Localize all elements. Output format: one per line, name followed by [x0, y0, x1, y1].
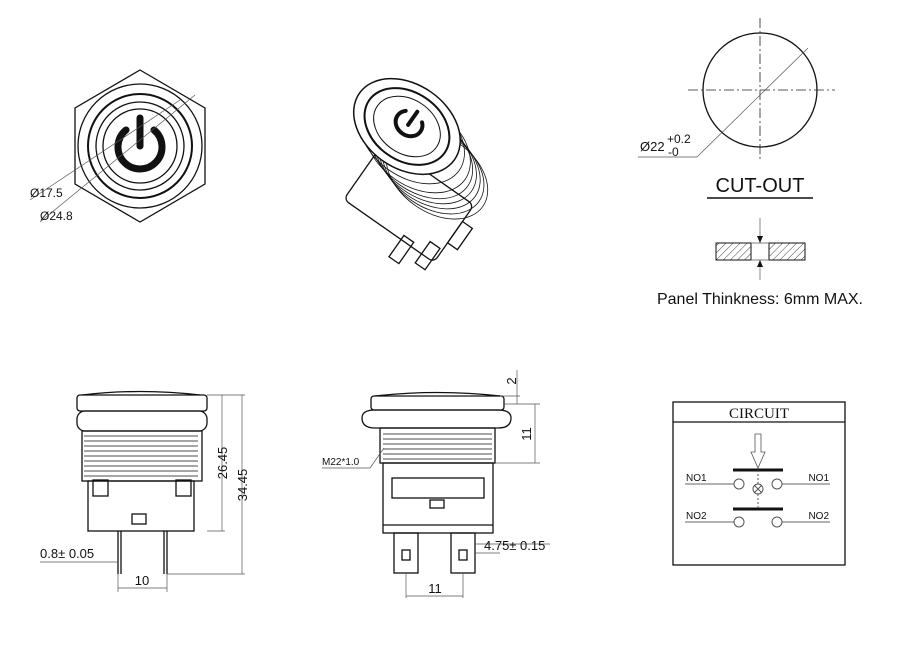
cutout-title: CUT-OUT	[716, 175, 805, 197]
circuit-title: CIRCUIT	[729, 406, 789, 422]
terminal-label-left-1: NO1	[686, 473, 707, 484]
push-arrow-icon	[750, 433, 766, 469]
isometric-view	[345, 77, 489, 271]
dim-body-height: 26.45	[215, 447, 230, 480]
dim-cap-height: 2	[504, 377, 519, 384]
dim-pin-thickness: 0.8± 0.05	[40, 546, 94, 561]
cutout-tol-minus: -0	[668, 145, 679, 159]
circuit-diagram: CIRCUIT NO1 NO2 NO1 NO2	[672, 401, 846, 566]
terminal-label-right-1: NO1	[808, 473, 829, 484]
dim-inner-diameter: Ø17.5	[30, 186, 63, 200]
panel-thickness-note: Panel Thinkness: 6mm MAX.	[657, 291, 863, 308]
terminal-label-right-2: NO2	[808, 511, 829, 522]
dim-terminal-spacing: 11	[428, 581, 442, 596]
cutout-tol-plus: +0.2	[667, 132, 691, 146]
side-view-left: 26.45 34.45 0.8± 0.05 10	[40, 390, 250, 592]
panel-section	[715, 218, 806, 280]
thread-spec: M22*1.0	[322, 457, 360, 468]
cutout-view: Ø22 +0.2 -0 CUT-OUT Panel Thinkness: 6mm…	[638, 18, 863, 308]
cutout-dim-base: Ø22	[640, 139, 665, 154]
terminal-label-left-2: NO2	[686, 511, 707, 522]
dim-outer-diameter: Ø24.8	[40, 209, 73, 223]
hex-nut-outline	[74, 69, 206, 223]
dim-pin-spacing: 10	[135, 573, 149, 588]
power-icon	[114, 114, 166, 173]
top-view: Ø17.5 Ø24.8	[29, 69, 206, 223]
dim-total-height: 34.45	[235, 469, 250, 502]
side-view-right: 2 11 M22*1.0 4.75± 0.15 11	[322, 370, 550, 598]
lamp-icon	[752, 483, 764, 495]
dim-nut-height: 11	[519, 427, 534, 441]
dim-terminal-width: 4.75± 0.15	[484, 538, 545, 553]
